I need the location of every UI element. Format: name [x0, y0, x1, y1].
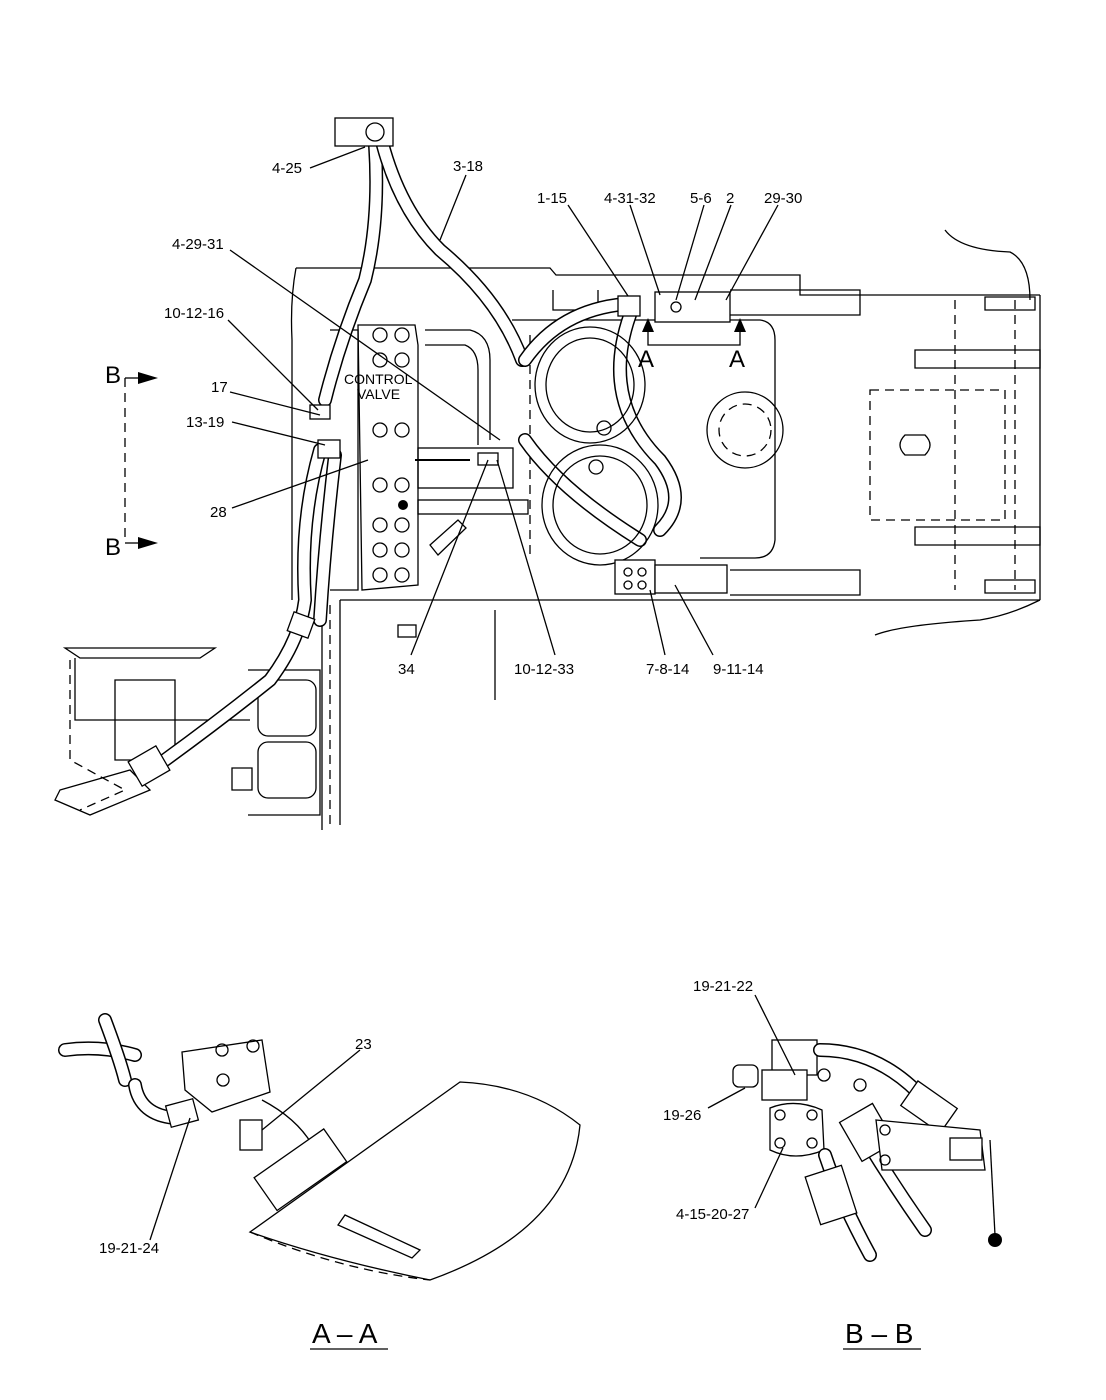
section-mark-b-bottom: B — [105, 534, 121, 561]
callout-label: 4-15-20-27 — [676, 1206, 749, 1223]
callout-label: 4-25 — [272, 160, 302, 177]
callout-label: 1-15 — [537, 190, 567, 207]
callout-label: 23 — [355, 1036, 372, 1053]
callout-label: 29-30 — [764, 190, 802, 207]
section-mark-b-top: B — [105, 362, 121, 389]
callout-label: 7-8-14 — [646, 661, 689, 678]
callout-label: 19-21-22 — [693, 978, 753, 995]
section-title-aa: A – A — [312, 1318, 378, 1349]
section-title-bb: B – B — [845, 1318, 913, 1349]
section-mark-a-left: A — [638, 346, 654, 373]
callout-label: 10-12-16 — [164, 305, 224, 322]
section-aa-view — [58, 1013, 581, 1281]
control-valve-label-line2: VALVE — [357, 386, 400, 402]
callout-label: 17 — [211, 379, 228, 396]
section-bb-view — [707, 994, 1002, 1262]
callout-label: 3-18 — [453, 158, 483, 175]
callout-label: 2 — [726, 190, 734, 207]
machine-frame — [54, 229, 1041, 830]
callout-label: 28 — [210, 504, 227, 521]
callout-label: 9-11-14 — [713, 661, 764, 678]
callout-label: 10-12-33 — [514, 661, 574, 678]
callout-labels: 4-25 3-18 1-15 4-31-32 5-6 2 29-30 4-29-… — [99, 158, 802, 1257]
section-line-b: B B — [105, 362, 158, 561]
callout-label: 4-31-32 — [604, 190, 656, 207]
section-mark-a-right: A — [729, 346, 745, 373]
callout-label: 19-26 — [663, 1107, 701, 1124]
callout-label: 13-19 — [186, 414, 224, 431]
leader-lines — [227, 146, 779, 656]
control-valve — [330, 324, 529, 591]
section-line-a: A A — [638, 318, 746, 373]
callout-label: 4-29-31 — [172, 236, 224, 253]
control-valve-label-line1: CONTROL — [344, 371, 413, 387]
hoses — [158, 135, 682, 767]
callout-label: 5-6 — [690, 190, 712, 207]
fittings — [127, 117, 731, 788]
callout-label: 34 — [398, 661, 415, 678]
callout-label: 19-21-24 — [99, 1240, 159, 1257]
